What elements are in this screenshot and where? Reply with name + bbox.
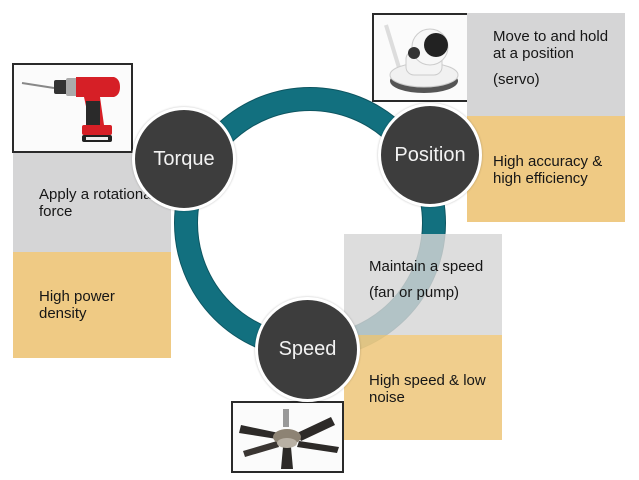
torque-description: Apply a rotational force <box>39 186 155 220</box>
speed-example: (fan or pump) <box>369 284 460 301</box>
drill-icon <box>21 77 120 142</box>
position-label: Position <box>394 143 466 166</box>
torque-node: Torque <box>132 107 236 211</box>
position-description: Move to and hold at a position <box>493 28 609 62</box>
speed-description-box: Maintain a speed (fan or pump) <box>344 234 502 335</box>
position-description-box: Move to and hold at a position (servo) <box>467 13 625 116</box>
position-benefit-box: High accuracy & high efficiency <box>467 116 625 222</box>
speed-benefit: High speed & low noise <box>369 372 486 406</box>
position-benefit: High accuracy & high efficiency <box>493 153 603 187</box>
torque-benefit-box: High power density <box>13 252 171 358</box>
drill-image <box>12 63 133 153</box>
camera-image <box>372 13 469 102</box>
speed-label: Speed <box>278 338 337 360</box>
fan-image <box>231 401 344 473</box>
ceiling-fan-icon <box>239 409 339 469</box>
position-example: (servo) <box>493 71 540 88</box>
torque-label: Torque <box>153 147 215 170</box>
speed-benefit-box: High speed & low noise <box>344 335 502 440</box>
speed-node: Speed <box>255 297 360 402</box>
position-node: Position <box>378 103 482 207</box>
speed-description: Maintain a speed <box>369 258 484 275</box>
torque-benefit: High power density <box>39 288 115 322</box>
torque-description-box: Apply a rotational force <box>13 153 171 252</box>
security-camera-icon <box>384 24 459 93</box>
